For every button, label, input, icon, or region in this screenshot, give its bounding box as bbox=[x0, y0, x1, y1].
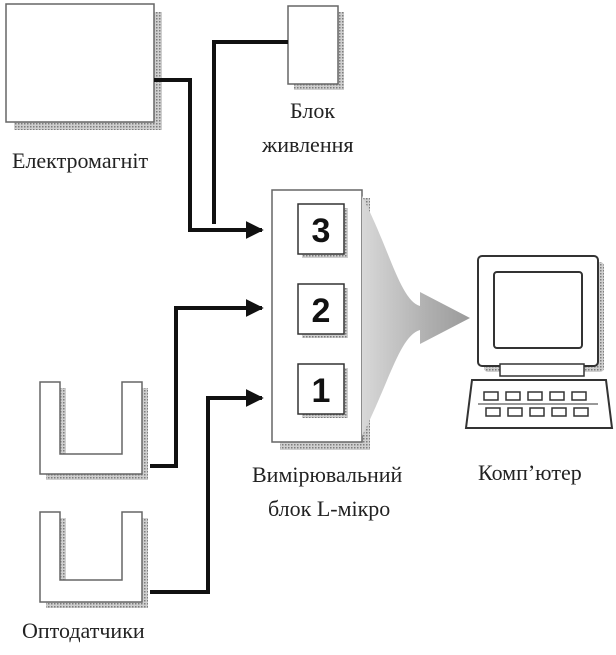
measuring-block-label-line2: блок L-мікро bbox=[268, 496, 390, 522]
module-2-number: 2 bbox=[312, 292, 331, 330]
module-1-number: 1 bbox=[312, 372, 331, 410]
power-block-label-line2: живлення bbox=[262, 132, 353, 158]
optosensors-label: Оптодатчики bbox=[22, 618, 145, 644]
electromagnet bbox=[6, 4, 162, 130]
optosensor-bottom bbox=[40, 512, 148, 608]
optosensor-top bbox=[40, 382, 148, 480]
wire-electromagnet bbox=[154, 80, 262, 230]
measuring-block: 3 2 1 bbox=[272, 190, 370, 450]
electromagnet-label: Електромагніт bbox=[12, 148, 148, 174]
measuring-block-label-line1: Вимірювальний bbox=[252, 462, 402, 488]
computer bbox=[466, 256, 612, 428]
power-block bbox=[288, 6, 344, 90]
computer-label: Комп’ютер bbox=[478, 460, 582, 486]
power-block-label-line1: Блок bbox=[290, 98, 335, 124]
signal-fan-arrow bbox=[362, 196, 470, 436]
module-3-number: 3 bbox=[312, 212, 331, 250]
wire-optosensor-bottom bbox=[150, 398, 262, 592]
